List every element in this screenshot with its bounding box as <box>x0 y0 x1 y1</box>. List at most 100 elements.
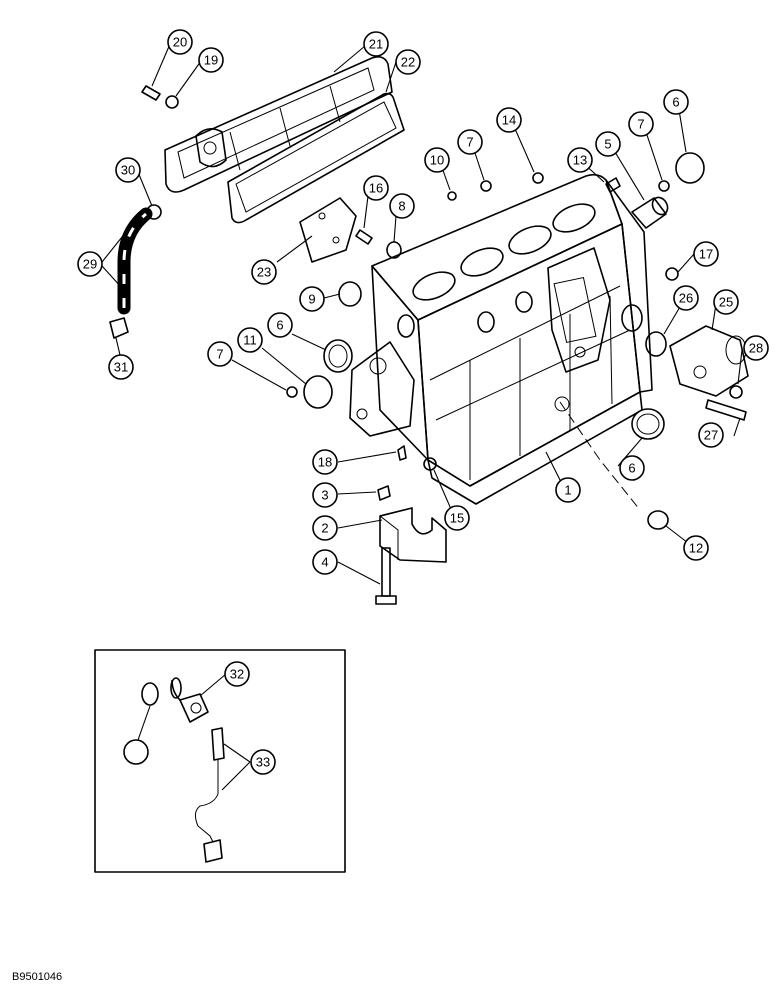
svg-text:7: 7 <box>637 117 644 132</box>
plug-7-left <box>286 386 298 398</box>
callout-16: 16 <box>363 175 389 201</box>
svg-text:25: 25 <box>719 295 733 310</box>
svg-text:21: 21 <box>369 37 383 52</box>
svg-text:23: 23 <box>257 265 271 280</box>
inset-frame <box>94 649 346 873</box>
svg-text:13: 13 <box>573 153 587 168</box>
plug-8 <box>386 241 402 259</box>
rocker-cover <box>164 56 393 193</box>
plug-7-top-right <box>658 180 670 192</box>
svg-text:14: 14 <box>502 113 516 128</box>
sleeve-6-left <box>323 339 353 373</box>
svg-text:2: 2 <box>321 521 328 536</box>
plug-14 <box>532 172 544 184</box>
svg-text:5: 5 <box>604 137 611 152</box>
cover-plate-23 <box>299 197 357 263</box>
sleeve-6-lower <box>631 408 665 440</box>
leader-lines <box>101 43 743 791</box>
callout-3: 3 <box>312 482 338 508</box>
svg-text:17: 17 <box>699 247 713 262</box>
callout-33 <box>123 739 149 765</box>
bolt-26 <box>705 399 747 421</box>
heater-cord-32 <box>194 727 225 863</box>
svg-text:28: 28 <box>749 341 763 356</box>
svg-text:4: 4 <box>321 555 328 570</box>
connector-30 <box>109 317 129 339</box>
callout-22: 22 <box>395 49 421 75</box>
cylinder-block <box>349 173 653 505</box>
svg-text:6: 6 <box>276 318 283 333</box>
svg-text:10: 10 <box>430 153 444 168</box>
thermostat-housing-24 <box>669 325 749 397</box>
callout-19: 19 <box>198 47 224 73</box>
svg-text:27: 27 <box>704 428 718 443</box>
callout-7-top: 7 <box>457 129 483 155</box>
callout-6-top: 6 <box>663 89 689 115</box>
callout-9: 9 <box>299 286 325 312</box>
svg-text:20: 20 <box>173 35 187 50</box>
plug-6-top <box>675 152 705 184</box>
svg-text:12: 12 <box>689 541 703 556</box>
callout-18: 18 <box>312 449 338 475</box>
callout-11: 11 <box>237 327 263 353</box>
svg-text:32: 32 <box>230 667 244 682</box>
bearing-insert-3 <box>377 485 391 501</box>
callout-24: 25 <box>713 289 739 315</box>
callout-31: 32 <box>224 661 250 687</box>
svg-text:33: 33 <box>256 755 270 770</box>
callout-15: 15 <box>444 505 470 531</box>
svg-text:18: 18 <box>318 455 332 470</box>
svg-text:30: 30 <box>121 163 135 178</box>
callout-20: 20 <box>167 29 193 55</box>
svg-text:15: 15 <box>450 511 464 526</box>
callout-27: 28 <box>743 335 769 361</box>
cap-bolt-4 <box>375 547 397 605</box>
callout-21: 21 <box>363 31 389 57</box>
svg-text:9: 9 <box>308 292 315 307</box>
callout-28: 29 <box>77 251 103 277</box>
main-bearing-cap <box>379 507 447 563</box>
svg-text:1: 1 <box>564 483 571 498</box>
svg-text:29: 29 <box>83 257 97 272</box>
svg-text:19: 19 <box>204 53 218 68</box>
callout-4: 4 <box>312 549 338 575</box>
svg-text:11: 11 <box>243 333 257 348</box>
svg-text:26: 26 <box>679 291 693 306</box>
callout-26: 27 <box>698 422 724 448</box>
callout-8: 8 <box>389 193 415 219</box>
svg-text:3: 3 <box>321 488 328 503</box>
svg-text:31: 31 <box>114 360 128 375</box>
plug-9 <box>338 281 362 307</box>
plug-10 <box>447 191 457 201</box>
callout-25: 26 <box>673 285 699 311</box>
callout-32: 33 <box>250 749 276 775</box>
callout-14: 14 <box>496 107 522 133</box>
screw-16 <box>355 229 373 245</box>
figure-code: B9501046 <box>12 971 63 983</box>
sleeve-5 <box>631 196 669 229</box>
plug-7-top <box>480 180 492 192</box>
plug-11 <box>303 375 333 409</box>
svg-text:7: 7 <box>216 347 223 362</box>
pin-18 <box>397 445 407 461</box>
svg-text:6: 6 <box>628 461 635 476</box>
nut-27 <box>729 385 743 399</box>
callout-1: 1 <box>555 477 581 503</box>
screw-20 <box>141 85 161 101</box>
breather-tube <box>117 207 153 315</box>
svg-text:8: 8 <box>398 199 405 214</box>
callout-6-lower: 6 <box>619 455 645 481</box>
plug-13 <box>605 177 621 193</box>
heater-element-31 <box>170 677 209 723</box>
callout-23: 23 <box>251 259 277 285</box>
o-ring-33 <box>141 682 159 706</box>
callout-6-left: 6 <box>267 312 293 338</box>
svg-text:22: 22 <box>401 55 415 70</box>
rocker-cover-gasket <box>227 92 405 224</box>
callout-2: 2 <box>312 515 338 541</box>
callout-17: 17 <box>693 241 719 267</box>
callout-30: 31 <box>108 354 134 380</box>
nut-17 <box>665 267 679 281</box>
plug-12 <box>647 510 669 530</box>
